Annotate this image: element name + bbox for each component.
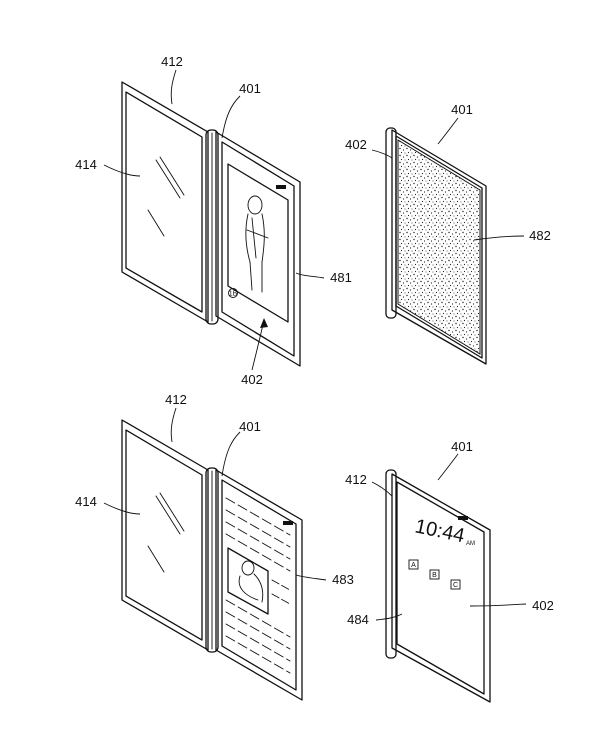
inline-image — [227, 547, 269, 615]
badge-text: 1B — [229, 291, 238, 298]
app-key-c[interactable]: C — [450, 579, 461, 590]
folded-body-2 — [385, 469, 491, 703]
hinge-2 — [205, 467, 219, 653]
label-402-d: 402 — [532, 598, 554, 613]
label-412-b: 412 — [165, 392, 187, 407]
photo-content-481: 1B — [227, 163, 289, 323]
label-414-b: 414 — [75, 494, 97, 509]
key-b-label: B — [432, 572, 437, 579]
key-a-label: A — [411, 562, 416, 569]
app-key-a[interactable]: A — [408, 559, 419, 570]
label-402: 402 — [241, 372, 263, 387]
rear-panel — [121, 81, 209, 323]
person-sketch — [245, 195, 269, 293]
label-484: 484 — [347, 612, 369, 627]
lock-screen-484: 10:44 AM A B C — [408, 515, 475, 590]
figure-unfolded-document: 412 401 414 483 — [75, 392, 354, 701]
front-display-panel — [215, 131, 301, 367]
label-412: 412 — [161, 54, 183, 69]
folded-body — [385, 127, 487, 365]
leaders-fig3 — [103, 407, 327, 581]
key-c-label: C — [453, 582, 458, 589]
figure-folded-lockscreen: 10:44 AM A B C 401 412 484 402 — [345, 439, 554, 703]
label-401-folded: 401 — [451, 102, 473, 117]
clock-time: 10:44 — [413, 515, 467, 547]
label-401-d: 401 — [451, 439, 473, 454]
clock-suffix: AM — [466, 541, 475, 547]
rear-panel-2 — [121, 419, 209, 651]
leaders-fig2 — [371, 117, 525, 241]
label-482: 482 — [529, 228, 551, 243]
figure-unfolded-photo: 1B 412 401 414 481 402 — [75, 54, 352, 387]
label-412-d: 412 — [345, 472, 367, 487]
leaders-fig1 — [103, 69, 325, 371]
label-483: 483 — [332, 572, 354, 587]
front-display-panel-2 — [215, 469, 303, 701]
label-481: 481 — [330, 270, 352, 285]
label-401: 401 — [239, 81, 261, 96]
text-lines — [225, 497, 291, 674]
label-414: 414 — [75, 157, 97, 172]
pattern-screen-482 — [397, 139, 481, 355]
document-content-483 — [225, 497, 293, 674]
figure-folded-pattern: 401 402 482 — [345, 102, 551, 365]
app-key-b[interactable]: B — [429, 569, 440, 580]
hinge — [205, 129, 219, 325]
label-401-b: 401 — [239, 419, 261, 434]
label-402-folded: 402 — [345, 137, 367, 152]
leaders-fig4 — [371, 453, 527, 621]
